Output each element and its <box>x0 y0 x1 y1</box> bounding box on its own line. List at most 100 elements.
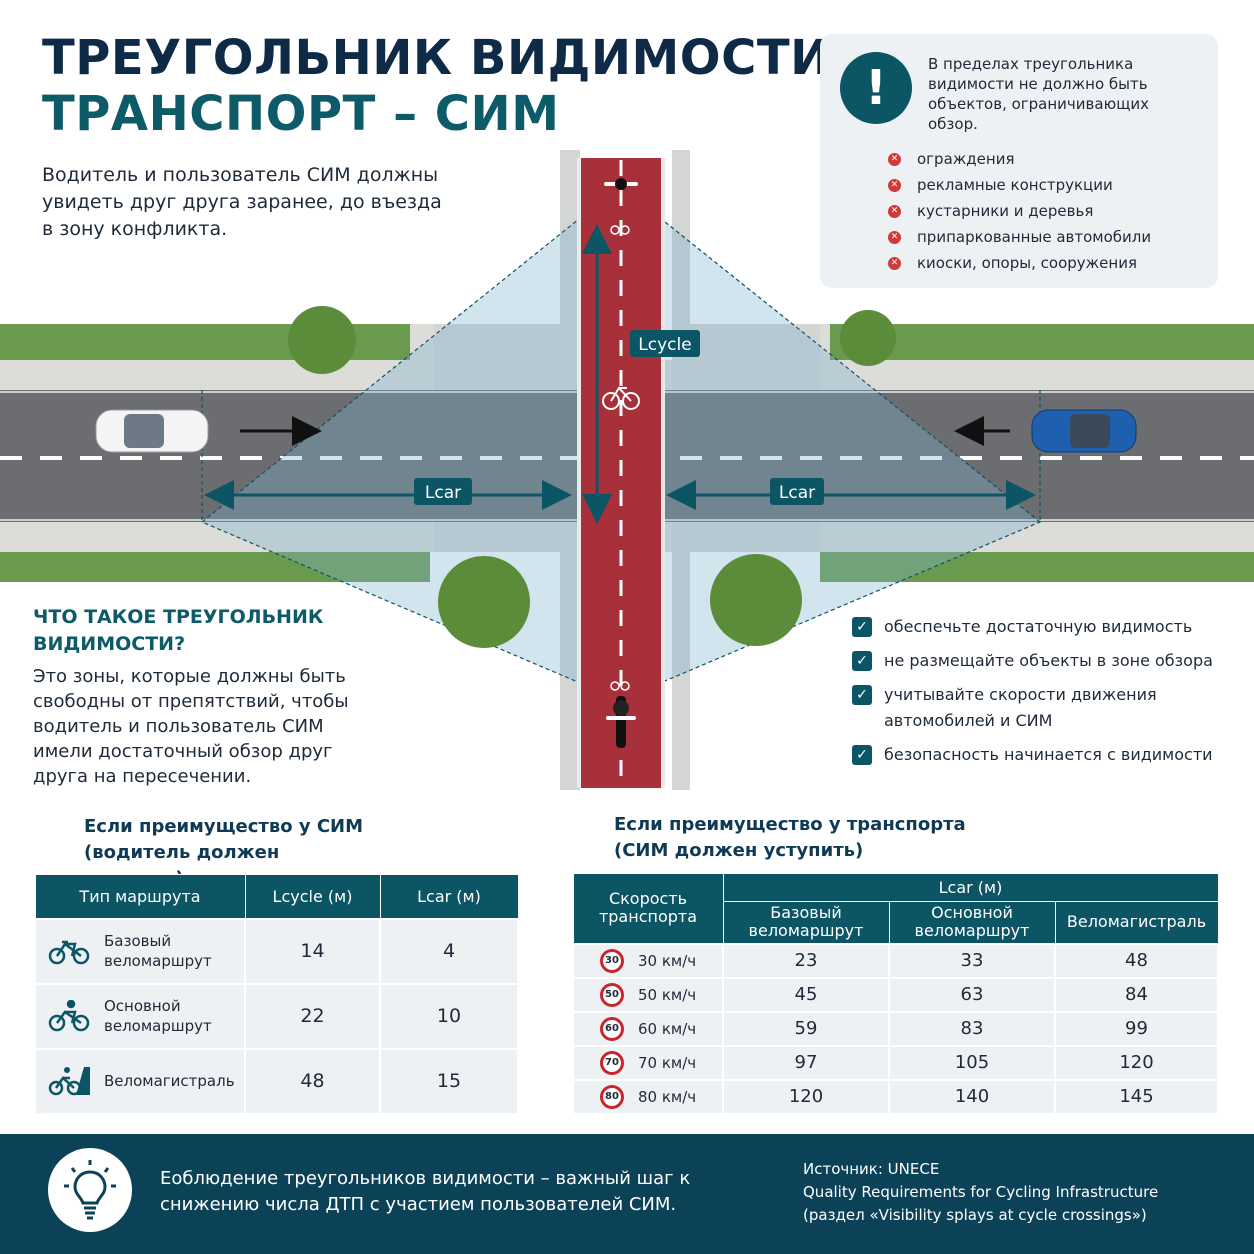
what-is-text: Это зоны, которые должны быть свободны о… <box>33 666 349 787</box>
grass-top-left <box>0 324 430 362</box>
lcycle-value: 48 <box>244 1047 381 1115</box>
lightbulb-icon <box>48 1148 132 1232</box>
cyclist-road-icon <box>46 1063 92 1099</box>
checkmark-icon: ✓ <box>852 745 872 765</box>
speed-limit-sign-icon: 50 <box>600 982 624 1007</box>
bicycle-icon <box>46 933 92 969</box>
cyclist-top-icon <box>604 178 638 190</box>
source-block: Источник: UNECE Quality Requirements for… <box>803 1158 1223 1227</box>
table-row: Базовый веломаршрут 14 4 <box>34 917 519 985</box>
lcar-value: 33 <box>888 942 1056 979</box>
warning-text: В пределах треугольника видимости не дол… <box>928 55 1149 133</box>
lcar-value: 4 <box>379 917 519 985</box>
speed-limit-sign-icon: 60 <box>600 1016 624 1041</box>
lcar-value: 84 <box>1054 976 1219 1013</box>
route-name: Веломагистраль <box>104 1072 235 1090</box>
list-item: ✕киоски, опоры, сооружения <box>888 250 1151 276</box>
label-lcar-right: Lcar <box>779 483 815 503</box>
tree-icon <box>438 556 530 648</box>
title-line-2: ТРАНСПОРТ – СИМ <box>42 86 560 142</box>
tree-icon <box>710 554 802 646</box>
column-header: Веломагистраль <box>1054 901 1219 944</box>
lcycle-value: 14 <box>244 917 381 985</box>
lcar-value: 140 <box>888 1078 1056 1115</box>
list-item: ✓безопасность начинается с видимости <box>852 742 1232 768</box>
route-name: Основной веломаршрут <box>104 997 212 1035</box>
speed-label: 70 км/ч <box>638 1053 697 1072</box>
footer-message: Еоблюдение треугольников видимости – важ… <box>160 1168 691 1215</box>
source-line: Quality Requirements for Cycling Infrast… <box>803 1183 1159 1201</box>
checkmark-icon: ✓ <box>852 617 872 637</box>
cross-icon: ✕ <box>888 204 901 218</box>
bicycle-marking-icon <box>610 225 630 691</box>
table-sim: Тип маршрута Lcycle (м) Lcar (м) Базовый… <box>34 874 519 1115</box>
list-item: ✓ учитывайте скорости движения автомобиле… <box>852 682 1232 734</box>
list-item: ✕ кустарники и деревья <box>888 198 1151 224</box>
table-transport-title: Если преимущество у транспорта (СИМ долж… <box>614 814 966 861</box>
tree-icon <box>840 310 896 366</box>
speed-label: 30 км/ч <box>638 951 697 970</box>
table-row: Веломагистраль 48 15 <box>34 1047 519 1115</box>
table-row: Основной веломаршрут 22 10 <box>34 982 519 1050</box>
checklist-label: учитывайте скорости движения автомобилей… <box>884 685 1157 730</box>
checklist-label: не размещайте объекты в зоне обзора <box>884 651 1213 670</box>
blue-car-icon <box>1031 409 1137 453</box>
obstacle-label: кустарники и деревья <box>917 202 1094 220</box>
column-header: Базовый веломаршрут <box>722 901 890 944</box>
lcar-value: 120 <box>1054 1044 1219 1081</box>
list-item: ✕ припаркованные автомобили <box>888 224 1151 250</box>
speed-label: 50 км/ч <box>638 985 697 1004</box>
checklist-label: обеспечьте достаточную видимость <box>884 617 1193 636</box>
speed-limit-sign-icon: 30 <box>600 948 624 973</box>
label-lcar-left: Lcar <box>425 483 461 503</box>
route-name: Базовый веломаршрут <box>104 932 212 970</box>
tree-icon <box>288 306 356 374</box>
speed-label: 80 км/ч <box>638 1087 697 1106</box>
lcar-value: 15 <box>379 1047 519 1115</box>
grass-bottom-left <box>0 552 430 582</box>
lcar-value: 23 <box>722 942 890 979</box>
lcar-value: 105 <box>888 1044 1056 1081</box>
obstacle-list: ✕ ограждения ✕рекламные конструкции ✕ куст… <box>888 146 1151 276</box>
checkmark-icon: ✓ <box>852 651 872 671</box>
speed-limit-sign-icon: 70 <box>600 1050 624 1075</box>
lcar-value: 99 <box>1054 1010 1219 1047</box>
what-is-title: ЧТО ТАКОЕ ТРЕУГОЛЬНИК ВИДИМОСТИ? <box>33 606 324 655</box>
title-line-1: ТРЕУГОЛЬНИК ВИДИМОСТИ <box>42 30 831 86</box>
column-header: Lcycle (м) <box>244 874 381 919</box>
lcar-value: 97 <box>722 1044 890 1081</box>
lcycle-value: 22 <box>244 982 381 1050</box>
cross-icon: ✕ <box>888 152 901 166</box>
speed-label: 60 км/ч <box>638 1019 697 1038</box>
column-header: Скорость транспорта <box>572 873 724 944</box>
cyclist-bottom-icon <box>606 696 636 748</box>
warning-box: ! В пределах треугольника видимости не д… <box>820 34 1218 288</box>
table-transport: Скорость транспорта Lcar (м) Базовый вел… <box>572 873 1219 1115</box>
checklist: ✓ обеспечьте достаточную видимость ✓ не ра… <box>852 614 1232 768</box>
obstacle-label: припаркованные автомобили <box>917 228 1152 246</box>
checkmark-icon: ✓ <box>852 685 872 705</box>
cross-icon: ✕ <box>888 230 901 244</box>
grass-bottom-right <box>820 552 1254 582</box>
cyclist-icon <box>46 998 92 1034</box>
obstacle-label: ограждения <box>917 150 1015 168</box>
column-header: Lcar (м) <box>379 874 519 919</box>
white-car-icon <box>95 409 209 453</box>
lcar-value: 63 <box>888 976 1056 1013</box>
bicycle-marking-icon <box>602 386 640 410</box>
lcar-value: 45 <box>722 976 890 1013</box>
list-item: ✕рекламные конструкции <box>888 172 1151 198</box>
cross-icon: ✕ <box>888 178 901 192</box>
exclamation-icon: ! <box>840 52 912 124</box>
speed-limit-sign-icon: 80 <box>600 1084 624 1109</box>
lcar-value: 145 <box>1054 1078 1219 1115</box>
lcar-value: 48 <box>1054 942 1219 979</box>
list-item: ✓ не размещайте объекты в зоне обзора <box>852 648 1232 674</box>
lcar-value: 59 <box>722 1010 890 1047</box>
list-item: ✓ обеспечьте достаточную видимость <box>852 614 1232 640</box>
source-line: Источник: UNECE <box>803 1160 940 1178</box>
